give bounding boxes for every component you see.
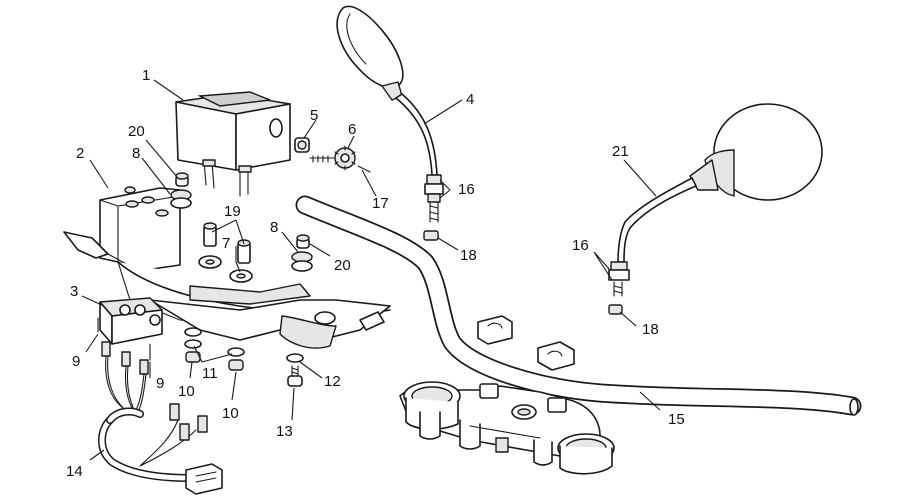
pin-17 (357, 165, 371, 173)
wiring-harness (98, 341, 223, 495)
screw-13 (287, 365, 303, 387)
pin-9 (97, 317, 151, 361)
callout-7: 7 (222, 235, 230, 252)
callout-21: 21 (612, 143, 629, 160)
callout-2: 2 (76, 145, 84, 162)
callout-10-right: 10 (222, 405, 239, 422)
washer-8-left (170, 189, 192, 209)
callout-14: 14 (66, 463, 83, 480)
callout-12: 12 (324, 373, 341, 390)
screw-20-right (296, 234, 310, 249)
leader-lines (81, 79, 661, 461)
callout-20-right: 20 (334, 257, 351, 274)
instrument-cluster (175, 91, 291, 197)
callout-9-right: 9 (156, 375, 164, 392)
connector-block (99, 297, 163, 345)
top-yoke (399, 381, 615, 475)
callout-labels: 1 2 3 4 5 6 7 8 8 9 9 10 10 11 12 13 14 … (66, 67, 685, 480)
callout-20-left: 20 (128, 123, 145, 140)
callout-11: 11 (202, 365, 218, 382)
callout-18-right: 18 (642, 321, 659, 338)
callout-4: 4 (466, 91, 474, 108)
callout-1: 1 (142, 67, 150, 84)
washer-8-right (291, 251, 313, 272)
rubber-7 (198, 255, 253, 283)
callout-5: 5 (310, 107, 318, 124)
callout-6: 6 (348, 121, 356, 138)
handlebar (295, 195, 862, 416)
callout-8-right: 8 (270, 219, 278, 236)
bushing-5 (294, 137, 310, 153)
spacer-19 (203, 222, 251, 264)
callout-13: 13 (276, 423, 293, 440)
callout-8-left: 8 (132, 145, 140, 162)
gear-6 (309, 145, 356, 171)
screw-20-left (175, 172, 189, 187)
callout-10-left: 10 (178, 383, 195, 400)
callout-16-left: 16 (458, 181, 475, 198)
callout-16-right: 16 (572, 237, 589, 254)
callout-15: 15 (668, 411, 685, 428)
mirror-left (336, 5, 444, 241)
callout-17: 17 (372, 195, 389, 212)
callout-18-left: 18 (460, 247, 477, 264)
handlebar-clamp-upper (477, 315, 575, 371)
washer-12 (286, 353, 304, 363)
washers-11 (184, 327, 245, 357)
mirror-right (608, 103, 823, 315)
instrument-bracket (63, 186, 391, 349)
callout-19: 19 (224, 203, 241, 220)
callout-3: 3 (70, 283, 78, 300)
callout-9-left: 9 (72, 353, 80, 370)
